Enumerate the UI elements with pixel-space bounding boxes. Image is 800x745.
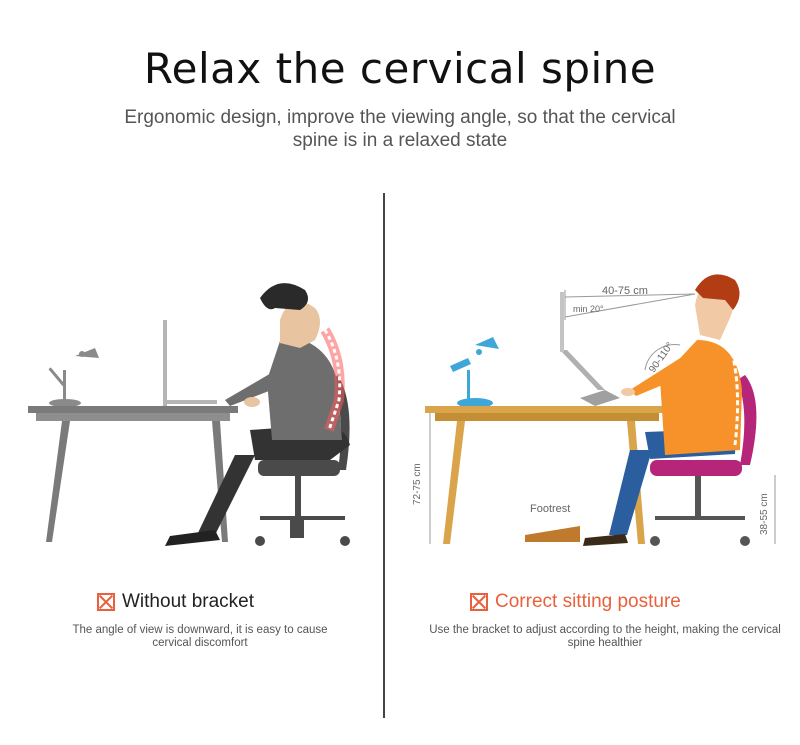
footrest	[525, 526, 580, 542]
cross-box-icon	[97, 593, 115, 611]
without-bracket-description: The angle of view is downward, it is eas…	[72, 624, 328, 649]
person-gray	[165, 283, 350, 546]
distance-label: 40-75 cm	[602, 285, 648, 297]
laptop-on-stand	[560, 292, 620, 406]
cross-box-icon	[470, 593, 488, 611]
seat-height-label: 38-55 cm	[759, 493, 770, 535]
person-correct-posture	[583, 274, 742, 546]
chair	[650, 375, 757, 546]
page-subtitle: Ergonomic design, improve the viewing an…	[124, 107, 676, 151]
footrest-label: Footrest	[530, 503, 570, 515]
center-divider	[383, 193, 385, 718]
page-title: Relax the cervical spine	[143, 44, 657, 93]
without-bracket-caption: Without bracket	[97, 591, 254, 613]
correct-posture-illustration: 40-75 cm min 20° 90-110° 72-75 cm Footre…	[412, 274, 776, 546]
desk-lamp	[48, 348, 99, 407]
laptop	[163, 320, 217, 406]
correct-posture-caption: Correct sitting posture	[470, 591, 681, 613]
min-angle-label: min 20°	[573, 304, 604, 314]
desk-height-label: 72-75 cm	[412, 463, 423, 505]
without-bracket-label: Without bracket	[122, 591, 254, 612]
measurement-lines	[429, 290, 776, 544]
correct-posture-label: Correct sitting posture	[495, 591, 681, 612]
without-bracket-illustration	[28, 283, 350, 546]
desk-lamp	[450, 337, 499, 408]
correct-posture-description: Use the bracket to adjust according to t…	[429, 624, 781, 649]
